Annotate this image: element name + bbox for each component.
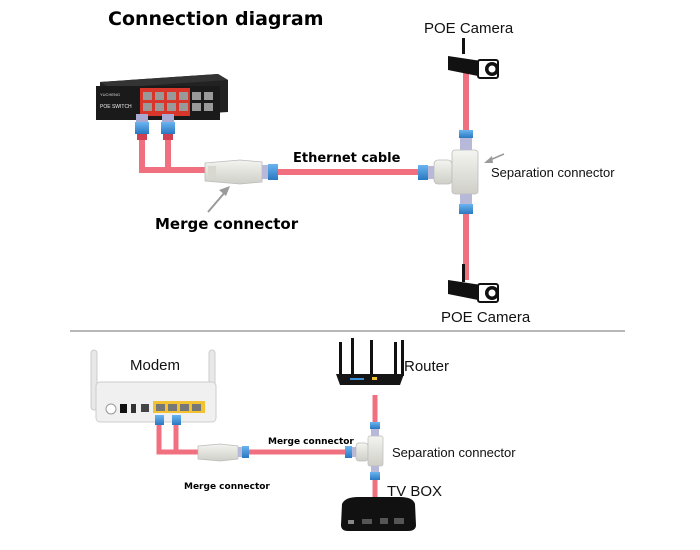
switch-plug-1 <box>135 114 149 140</box>
merge-connector-top-label: Merge connector <box>155 215 299 233</box>
poe-camera-bottom-label: POE Camera <box>441 309 531 326</box>
switch-brand: YUCHENG <box>100 92 120 97</box>
separation-connector-bottom-label: Separation connector <box>392 445 516 460</box>
switch-ports <box>143 92 213 111</box>
merge-connector-top <box>204 159 278 185</box>
separation-connector-bottom <box>345 422 384 480</box>
top-cables <box>139 70 469 280</box>
poe-switch: YUCHENG POE SWITCH <box>96 74 228 120</box>
switch-model: POE SWITCH <box>100 104 132 110</box>
tv-box-icon <box>341 497 416 531</box>
separation-connector-top-label: Separation connector <box>491 165 615 180</box>
switch-plug-2 <box>161 114 175 140</box>
separation-connector-top <box>418 130 479 214</box>
cable-merge-connector-label: Merge connector <box>268 437 354 447</box>
modem-label: Modem <box>130 357 181 374</box>
router-icon <box>336 338 404 385</box>
merge-connector-arrow <box>207 186 230 213</box>
ethernet-cable-label: Ethernet cable <box>293 151 401 166</box>
poe-camera-top-label: POE Camera <box>424 20 514 37</box>
modem-plug-2 <box>172 415 181 425</box>
router-label: Router <box>404 358 450 375</box>
modem-icon <box>90 349 217 423</box>
merge-connector-bottom-label: Merge connector <box>184 482 270 492</box>
separation-connector-arrow <box>484 153 505 163</box>
poe-camera-top-icon <box>448 38 499 79</box>
modem-plug-1 <box>155 415 164 425</box>
tv-box-label: TV BOX <box>387 483 443 500</box>
page-title: Connection diagram <box>108 8 324 30</box>
merge-connector-bottom <box>197 443 249 462</box>
poe-camera-bottom-icon <box>448 264 499 303</box>
